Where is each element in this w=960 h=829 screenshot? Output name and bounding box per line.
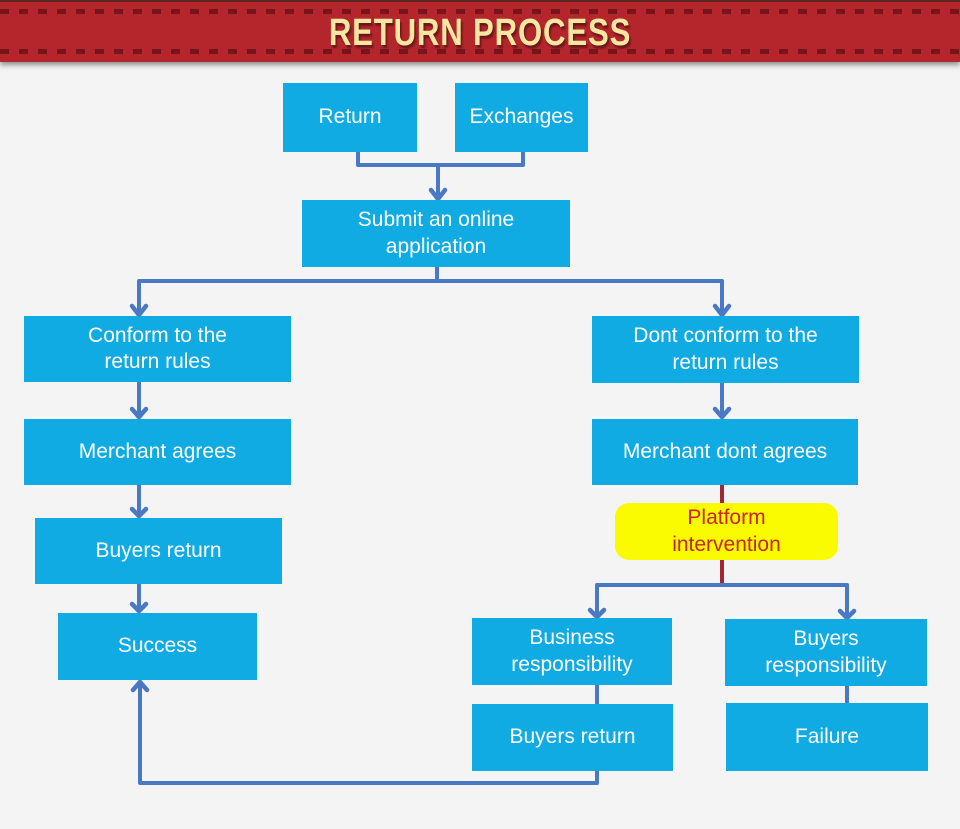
- banner-dashed-line-top: [0, 9, 960, 14]
- flowchart-canvas: Return Exchanges Submit an online applic…: [0, 62, 960, 829]
- node-conform-rules: Conform to the return rules: [24, 316, 291, 382]
- node-merchant-agrees: Merchant agrees: [24, 419, 291, 485]
- header-banner: RETURN PROCESS: [0, 0, 960, 62]
- arrowhead-conform: [129, 303, 149, 318]
- node-buyers-return-left-label: Buyers return: [95, 538, 222, 562]
- node-buyers-return-right: Buyers return: [472, 704, 673, 771]
- arrowhead-success: [129, 601, 149, 614]
- node-submit-application: Submit an online application: [302, 200, 570, 267]
- arrowhead-submit: [428, 187, 448, 202]
- node-buyers-responsibility: Buyers responsibility: [725, 619, 927, 686]
- page-title: RETURN PROCESS: [328, 11, 632, 54]
- node-dont-conform-rules: Dont conform to the return rules: [592, 316, 859, 383]
- node-platform-intervention-label: Platform intervention: [672, 506, 781, 556]
- node-buyers-return-right-label: Buyers return: [509, 725, 636, 749]
- arrowhead-success-loop: [130, 679, 150, 693]
- node-platform-intervention: Platform intervention: [615, 503, 838, 560]
- arrowhead-merchant-dont-agrees: [712, 406, 732, 420]
- arrowhead-dont-conform: [712, 303, 732, 318]
- arrowhead-buyers-responsibility: [837, 608, 857, 621]
- connector-submit-split: [137, 265, 724, 314]
- node-exchanges: Exchanges: [455, 83, 588, 152]
- arrowhead-buyers-return-left: [129, 506, 149, 519]
- node-merchant-dont-agrees: Merchant dont agrees: [592, 419, 858, 485]
- node-failure: Failure: [726, 703, 928, 771]
- connector-platform-split: [595, 583, 849, 616]
- node-buyers-return-left: Buyers return: [35, 518, 282, 584]
- node-merchant-dont-agrees-label: Merchant dont agrees: [622, 439, 828, 463]
- node-return: Return: [283, 83, 417, 152]
- node-conform-rules-label: Conform to the return rules: [88, 323, 227, 373]
- node-business-responsibility: Business responsibility: [472, 618, 672, 685]
- node-merchant-agrees-label: Merchant agrees: [78, 439, 237, 463]
- arrowhead-business-responsibility: [587, 607, 607, 620]
- node-buyers-responsibility-label: Buyers responsibility: [765, 627, 887, 677]
- connector-loop-to-success: [138, 682, 599, 785]
- node-dont-conform-rules-label: Dont conform to the return rules: [633, 324, 818, 374]
- node-business-responsibility-label: Business responsibility: [511, 626, 633, 676]
- node-failure-label: Failure: [794, 724, 860, 748]
- node-success-label: Success: [117, 634, 198, 658]
- connector-top-join: [356, 150, 525, 167]
- banner-dashed-line-bottom: [0, 49, 960, 54]
- arrowhead-merchant-agrees: [129, 406, 149, 420]
- flow-connectors: [129, 150, 857, 785]
- node-success: Success: [58, 613, 257, 680]
- node-exchanges-label: Exchanges: [469, 105, 574, 129]
- node-return-label: Return: [318, 105, 382, 129]
- node-submit-application-label: Submit an online application: [357, 208, 515, 258]
